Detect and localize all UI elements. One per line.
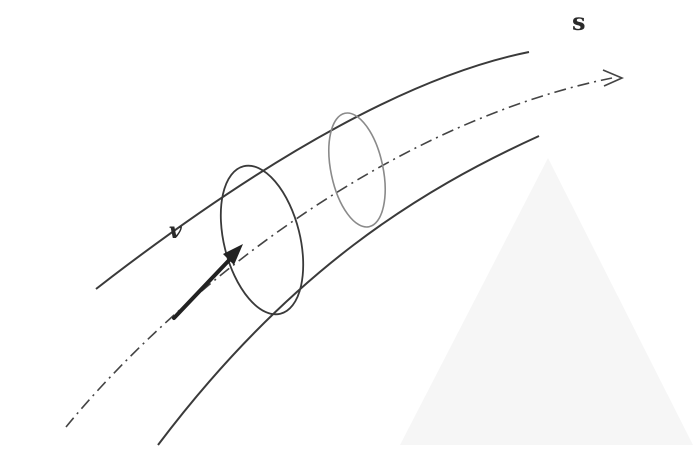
streamline-path: [65, 77, 613, 428]
cross-section-ellipse-near: [219, 164, 305, 316]
streamline-label: s: [572, 7, 586, 36]
background-shade: [400, 158, 693, 445]
cross-section-ellipse-far: [328, 112, 386, 228]
tube-upper-boundary: [95, 51, 530, 290]
velocity-arrowhead: [223, 244, 243, 265]
streamline-arrowhead: [602, 69, 625, 87]
tube-lower-boundary: [157, 135, 540, 446]
velocity-arrow-shaft: [172, 253, 236, 320]
velocity-label: v: [169, 218, 182, 244]
